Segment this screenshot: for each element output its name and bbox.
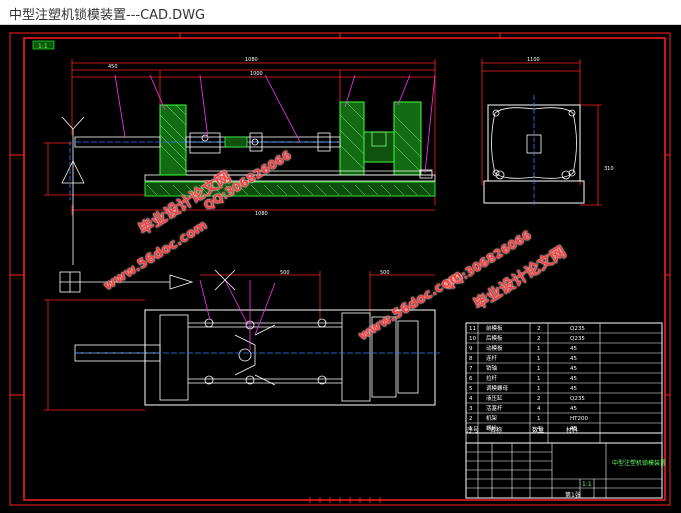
parts-cell-no: 3 <box>469 406 473 412</box>
parts-cell-qty: 1 <box>537 356 541 362</box>
parts-cell-no: 11 <box>469 326 476 332</box>
svg-text:1100: 1100 <box>527 57 540 63</box>
parts-cell-mat: Q235 <box>570 326 585 332</box>
parts-cell-qty: 1 <box>537 416 541 422</box>
scale-badge-label: 1:1 <box>38 43 48 50</box>
parts-cell-name: 调模螺母 <box>486 386 509 392</box>
title-block-scale: 1:1 <box>582 481 592 488</box>
parts-cell-name: 动模板 <box>486 346 503 352</box>
parts-cell-mat: 45 <box>570 426 577 432</box>
parts-cell-mat: 45 <box>570 356 577 362</box>
parts-cell-qty: 2 <box>537 336 541 342</box>
svg-text:500: 500 <box>380 270 390 276</box>
parts-cell-no: 8 <box>469 356 473 362</box>
parts-cell-qty: 1 <box>537 366 541 372</box>
parts-cell-qty: 1 <box>537 376 541 382</box>
parts-cell-mat: Q235 <box>570 396 585 402</box>
parts-cell-no: 4 <box>469 396 473 402</box>
scale-badge <box>32 40 55 50</box>
parts-cell-no: 7 <box>469 366 473 372</box>
title-block <box>465 442 663 499</box>
cad-drawing-canvas[interactable]: 1:1 1080 1000 450 1080 <box>0 25 681 513</box>
svg-text:1000: 1000 <box>250 71 263 77</box>
parts-cell-name: 螺栓 <box>486 426 498 432</box>
svg-text:1080: 1080 <box>255 211 268 217</box>
header-no: 序号 <box>467 427 480 434</box>
parts-cell-name: 拉杆 <box>486 376 498 382</box>
parts-cell-name: 前模板 <box>486 326 503 332</box>
svg-text:310: 310 <box>604 166 614 172</box>
window-titlebar: 中型注塑机锁模装置---CAD.DWG <box>0 0 681 25</box>
parts-cell-qty: 4 <box>537 426 541 432</box>
top-view: 500 500 <box>44 269 440 411</box>
title-block-sheet: 第1张 <box>565 492 581 499</box>
parts-cell-name: 后模板 <box>486 336 503 342</box>
parts-cell-no: 9 <box>469 346 473 352</box>
parts-cell-no: 6 <box>469 376 473 382</box>
parts-cell-name: 销轴 <box>486 366 498 372</box>
parts-cell-qty: 2 <box>537 396 541 402</box>
parts-cell-name: 机架 <box>486 416 498 422</box>
parts-cell-no: 5 <box>469 386 473 392</box>
front-view: 1080 1000 450 1080 <box>44 57 436 293</box>
side-view: 1100 310 <box>481 57 614 207</box>
parts-cell-mat: Q235 <box>570 336 585 342</box>
parts-cell-mat: 45 <box>570 346 577 352</box>
parts-cell-name: 活塞杆 <box>486 406 503 412</box>
parts-cell-mat: 45 <box>570 406 577 412</box>
parts-cell-qty: 1 <box>537 346 541 352</box>
window-title: 中型注塑机锁模装置---CAD.DWG <box>9 8 206 23</box>
parts-cell-no: 10 <box>469 336 476 342</box>
svg-text:450: 450 <box>108 64 118 70</box>
header-qty: 数量 <box>532 427 545 434</box>
header-mat: 材料 <box>566 427 579 434</box>
parts-cell-qty: 2 <box>537 326 541 332</box>
parts-cell-qty: 1 <box>537 386 541 392</box>
parts-cell-mat: 45 <box>570 366 577 372</box>
parts-list-table <box>465 322 663 444</box>
title-block-drawing-name: 中型注塑机锁模装置 <box>612 460 667 467</box>
parts-cell-name: 连杆 <box>486 356 498 362</box>
cad-drawing: 1:1 1080 1000 450 1080 <box>9 32 671 506</box>
parts-cell-qty: 4 <box>537 406 541 412</box>
svg-text:500: 500 <box>280 270 290 276</box>
parts-cell-no: 2 <box>469 416 473 422</box>
parts-cell-no: 1 <box>469 426 473 432</box>
parts-cell-mat: HT200 <box>570 416 588 422</box>
parts-cell-mat: 45 <box>570 386 577 392</box>
parts-cell-name: 液压缸 <box>486 396 503 402</box>
parts-cell-mat: 45 <box>570 376 577 382</box>
header-name: 名称 <box>490 427 503 434</box>
svg-text:1080: 1080 <box>245 57 258 63</box>
